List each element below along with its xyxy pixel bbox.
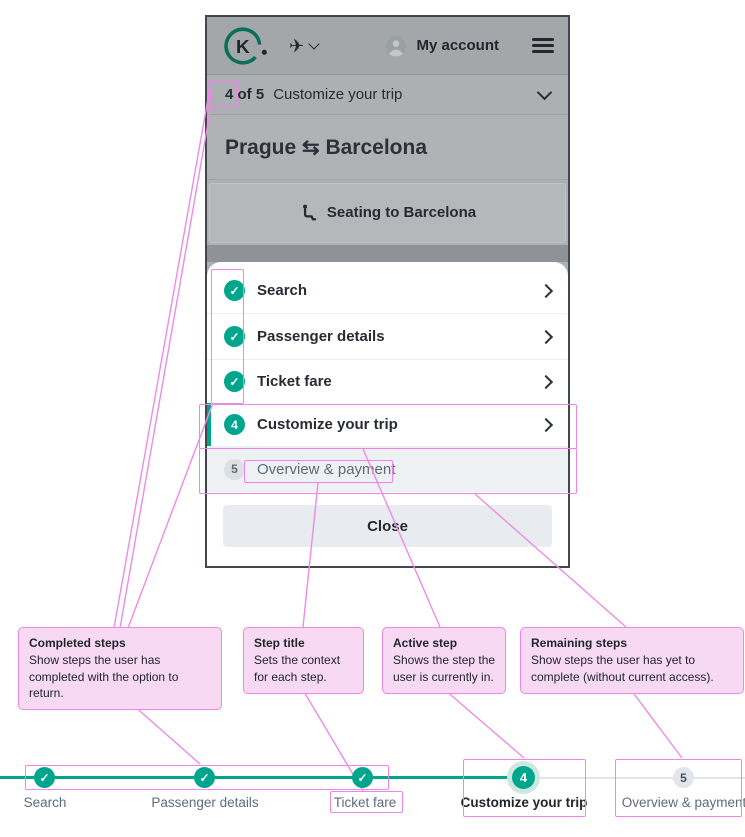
step-row-overview-payment: 5 Overview & payment [207,446,568,492]
stepper-node-remaining: 5 [673,767,694,788]
app-header: K ✈ My account [207,17,568,75]
logo-dot [261,49,267,55]
step-row-ticket-fare[interactable]: ✓ Ticket fare [207,360,568,403]
stepper-remaining-line [514,777,745,779]
step-row-customize-trip-active[interactable]: 4 Customize your trip [207,403,568,446]
steps-sheet: ✓ Search ✓ Passenger details ✓ Ticket fa… [207,262,568,566]
callout-body: Show steps the user has completed with t… [29,653,179,700]
check-icon: ✓ [224,280,245,301]
stepper-label-overview: Overview & payment [621,795,745,810]
stepper-label-ticket: Ticket fare [333,795,397,810]
callout-title: Remaining steps [531,636,628,650]
step-row-passenger-details[interactable]: ✓ Passenger details [207,314,568,360]
step-label: Search [257,282,308,299]
callout-step-title: Step title Sets the context for each ste… [243,627,364,694]
chevron-right-icon [538,374,554,389]
overlay-scrim [207,245,568,262]
stepper-progress-line [0,776,514,779]
avatar-icon [386,35,407,56]
seating-section: Seating to Barcelona [207,180,568,245]
active-step-indicator [207,403,211,446]
stepper-label-passenger: Passenger details [151,795,259,810]
callout-body: Show steps the user has yet to complete … [531,653,714,684]
chevron-right-icon [538,329,554,344]
callout-active-step: Active step Shows the step the user is c… [382,627,506,694]
stepper-node-ticket-check-icon[interactable]: ✓ [352,767,373,788]
callout-body: Shows the step the user is currently in. [393,653,496,684]
stepper-node-active[interactable]: 4 [512,766,535,789]
close-button[interactable]: Close [223,505,552,547]
seating-link[interactable]: Seating to Barcelona [209,182,566,243]
step-number-badge: 5 [224,458,245,480]
callout-title: Completed steps [29,636,126,650]
route-title: Prague ⇆ Barcelona [207,115,568,180]
callout-remaining-steps: Remaining steps Show steps the user has … [520,627,744,694]
airplane-icon: ✈ [289,35,305,56]
seat-icon [302,204,317,221]
step-label: Overview & payment [257,460,396,478]
hamburger-menu-icon[interactable] [532,38,554,53]
current-step-title: Customize your trip [273,86,403,103]
stepper-label-search: Search [23,795,67,810]
step-row-search[interactable]: ✓ Search [207,268,568,314]
chevron-right-icon [538,283,554,298]
callout-title: Active step [393,636,458,650]
seating-label: Seating to Barcelona [326,204,477,221]
callout-body: Sets the context for each step. [254,653,341,684]
stepper-summary-bar[interactable]: 4 of 5 Customize your trip [207,75,568,115]
step-number-badge: 4 [224,414,245,435]
stepper-node-search-check-icon[interactable]: ✓ [34,767,55,788]
logo-letter: K [236,36,250,57]
kiwi-logo-icon[interactable]: K [221,25,271,67]
chevron-down-icon [536,84,553,101]
phone-mockup: K ✈ My account 4 of 5 Custom [205,15,570,568]
check-icon: ✓ [224,326,245,347]
step-label: Ticket fare [257,373,332,390]
trip-type-selector[interactable]: ✈ [289,35,320,56]
step-label: Passenger details [257,328,385,345]
callout-title: Step title [254,636,305,650]
chevron-right-icon [538,417,554,432]
chevron-down-icon [308,38,320,50]
callout-completed-steps: Completed steps Show steps the user has … [18,627,222,711]
stepper-node-passenger-check-icon[interactable]: ✓ [194,767,215,788]
my-account-button[interactable]: My account [416,37,499,54]
check-icon: ✓ [224,371,245,392]
stepper-label-customize: Customize your trip [460,795,588,810]
step-label: Customize your trip [257,416,398,433]
step-count: 4 of 5 [225,86,265,103]
